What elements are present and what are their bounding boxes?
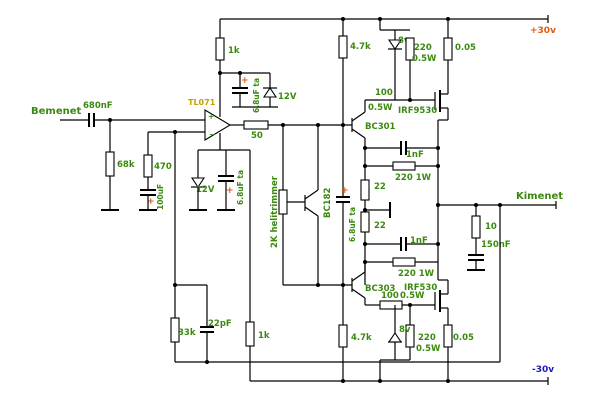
opamp-icon <box>204 109 232 141</box>
input-470-network: 470 + 100uF <box>139 130 177 211</box>
bc301-label: BC301 <box>365 122 396 132</box>
upper-output-stage: 4.7k BC301 100 0.5W 8v 220 0.5W <box>338 19 476 262</box>
r100-bottom-label1: 100 <box>381 291 399 301</box>
input-label: Bemenet <box>31 106 82 117</box>
r100-top-label1: 100 <box>375 88 393 98</box>
svg-text:+: + <box>208 112 214 121</box>
resistor-1k-top <box>215 37 225 61</box>
resistor-4k7-bottom <box>338 324 348 348</box>
resistor-470-label: 470 <box>154 162 172 172</box>
bias-cap-label: 6.8uF ta <box>348 207 357 242</box>
irf530-label: IRF530 <box>404 283 437 293</box>
resistor-22-lower <box>360 211 370 233</box>
negative-rail: -30v <box>250 365 554 385</box>
opamp-label: TL071 <box>188 98 216 107</box>
resistor-0-05-top <box>443 37 453 61</box>
opamp-output: 50 <box>230 120 352 141</box>
zobel-c-label: 150nF <box>481 240 511 250</box>
npn-transistor-icon <box>304 189 319 217</box>
resistor-4k7-bottom-label: 4.7k <box>351 333 372 343</box>
svg-text:+: + <box>226 186 234 196</box>
feedback-network: 33k 22pF 1k <box>170 149 270 381</box>
top-supply-filter: 1k + 6.8uF ta 12V <box>215 37 297 113</box>
c22pf-label: 22pF <box>208 319 232 329</box>
resistor-4k7-top <box>338 35 348 59</box>
svg-text:−: − <box>209 130 215 139</box>
cap-top-label: 6.8uF ta <box>252 78 261 113</box>
bias-network: 2K helitrimmer BC182 + 6.8uF ta <box>270 123 357 287</box>
r33k-label: 33k <box>178 328 196 338</box>
npn-transistor-icon <box>351 111 366 139</box>
zener-8v-bottom-label: 8v <box>399 325 411 335</box>
irf9530-label: IRF9530 <box>398 106 437 116</box>
output-network: Kimenet 10 150nF <box>175 191 563 363</box>
mosfet-icon <box>434 90 448 112</box>
trimmer-label: 2K helitrimmer <box>270 175 280 248</box>
cap-bottom-label: 6.8uF ta <box>236 170 245 205</box>
resistor-50-label: 50 <box>251 131 263 141</box>
resistor-22-upper <box>360 179 370 201</box>
r22-upper-label: 22 <box>374 182 386 192</box>
svg-text:+: + <box>147 197 155 207</box>
bc182-label: BC182 <box>323 187 333 218</box>
r220-top-label1: 220 <box>414 43 432 53</box>
zener-icon <box>262 87 278 98</box>
r220-top-label2: 0.5W <box>412 54 437 64</box>
r100-bottom-label2: 0.5W <box>400 291 425 301</box>
r22-lower-label: 22 <box>374 221 386 231</box>
r1k-bottom-label: 1k <box>258 331 270 341</box>
r220-1w-top-label: 220 1W <box>395 173 432 183</box>
resistor-220-1w-bottom <box>392 257 416 267</box>
resistor-4k7-top-label: 4.7k <box>350 42 371 52</box>
mosfet-icon <box>434 290 448 312</box>
resistor-0-05-bottom <box>443 324 453 348</box>
resistor-10 <box>471 215 481 239</box>
zobel-r-label: 10 <box>485 222 497 232</box>
cap-1nf-top-label: 1nF <box>406 150 424 160</box>
negative-rail-label: -30v <box>532 365 554 375</box>
zener-bottom-label: 12V <box>196 185 215 195</box>
zener-8v-top-label: 8v <box>398 36 410 46</box>
svg-text:+: + <box>241 76 249 86</box>
zener-top-label: 12V <box>278 92 297 102</box>
resistor-470 <box>143 154 153 178</box>
coupling-cap-label: 680nF <box>83 101 113 111</box>
resistor-100-bottom <box>379 300 403 310</box>
positive-rail-label: +30v <box>530 26 556 36</box>
svg-text:+: + <box>341 186 349 196</box>
resistor-50 <box>243 120 269 130</box>
r100-top-label2: 0.5W <box>368 103 393 113</box>
npn-transistor-icon <box>351 271 366 299</box>
resistor-68k <box>105 151 115 177</box>
positive-rail: +30v <box>220 15 556 36</box>
r220-bottom-label1: 220 <box>418 333 436 343</box>
lower-output-stage: 1nF 220 1W BC303 100 0.5W IRF530 <box>338 236 474 381</box>
resistor-1k-bottom <box>245 321 255 347</box>
r220-bottom-label2: 0.5W <box>416 344 441 354</box>
output-label: Kimenet <box>516 191 563 202</box>
r005-bottom-label: 0.05 <box>453 333 474 343</box>
opamp: + − TL071 <box>174 19 232 285</box>
input-stage: Bemenet 680nF 68k <box>31 101 205 211</box>
resistor-68k-label: 68k <box>117 160 135 170</box>
bottom-supply-filter: 12V + 6.8uF ta <box>189 149 245 211</box>
zener-icon <box>387 39 403 50</box>
resistor-1k-top-label: 1k <box>228 46 240 56</box>
zener-icon <box>190 177 206 188</box>
bc303-label: BC303 <box>365 284 396 294</box>
r220-1w-bottom-label: 220 1W <box>398 269 435 279</box>
resistor-220-1w-top <box>392 161 416 171</box>
cap-1nf-bottom-label: 1nF <box>410 236 428 246</box>
trimmer-2k <box>278 189 288 215</box>
bias-resistors-22: 22 22 <box>360 179 391 285</box>
r005-top-label: 0.05 <box>455 43 476 53</box>
cap-100uf-label: 100uF <box>156 184 165 210</box>
